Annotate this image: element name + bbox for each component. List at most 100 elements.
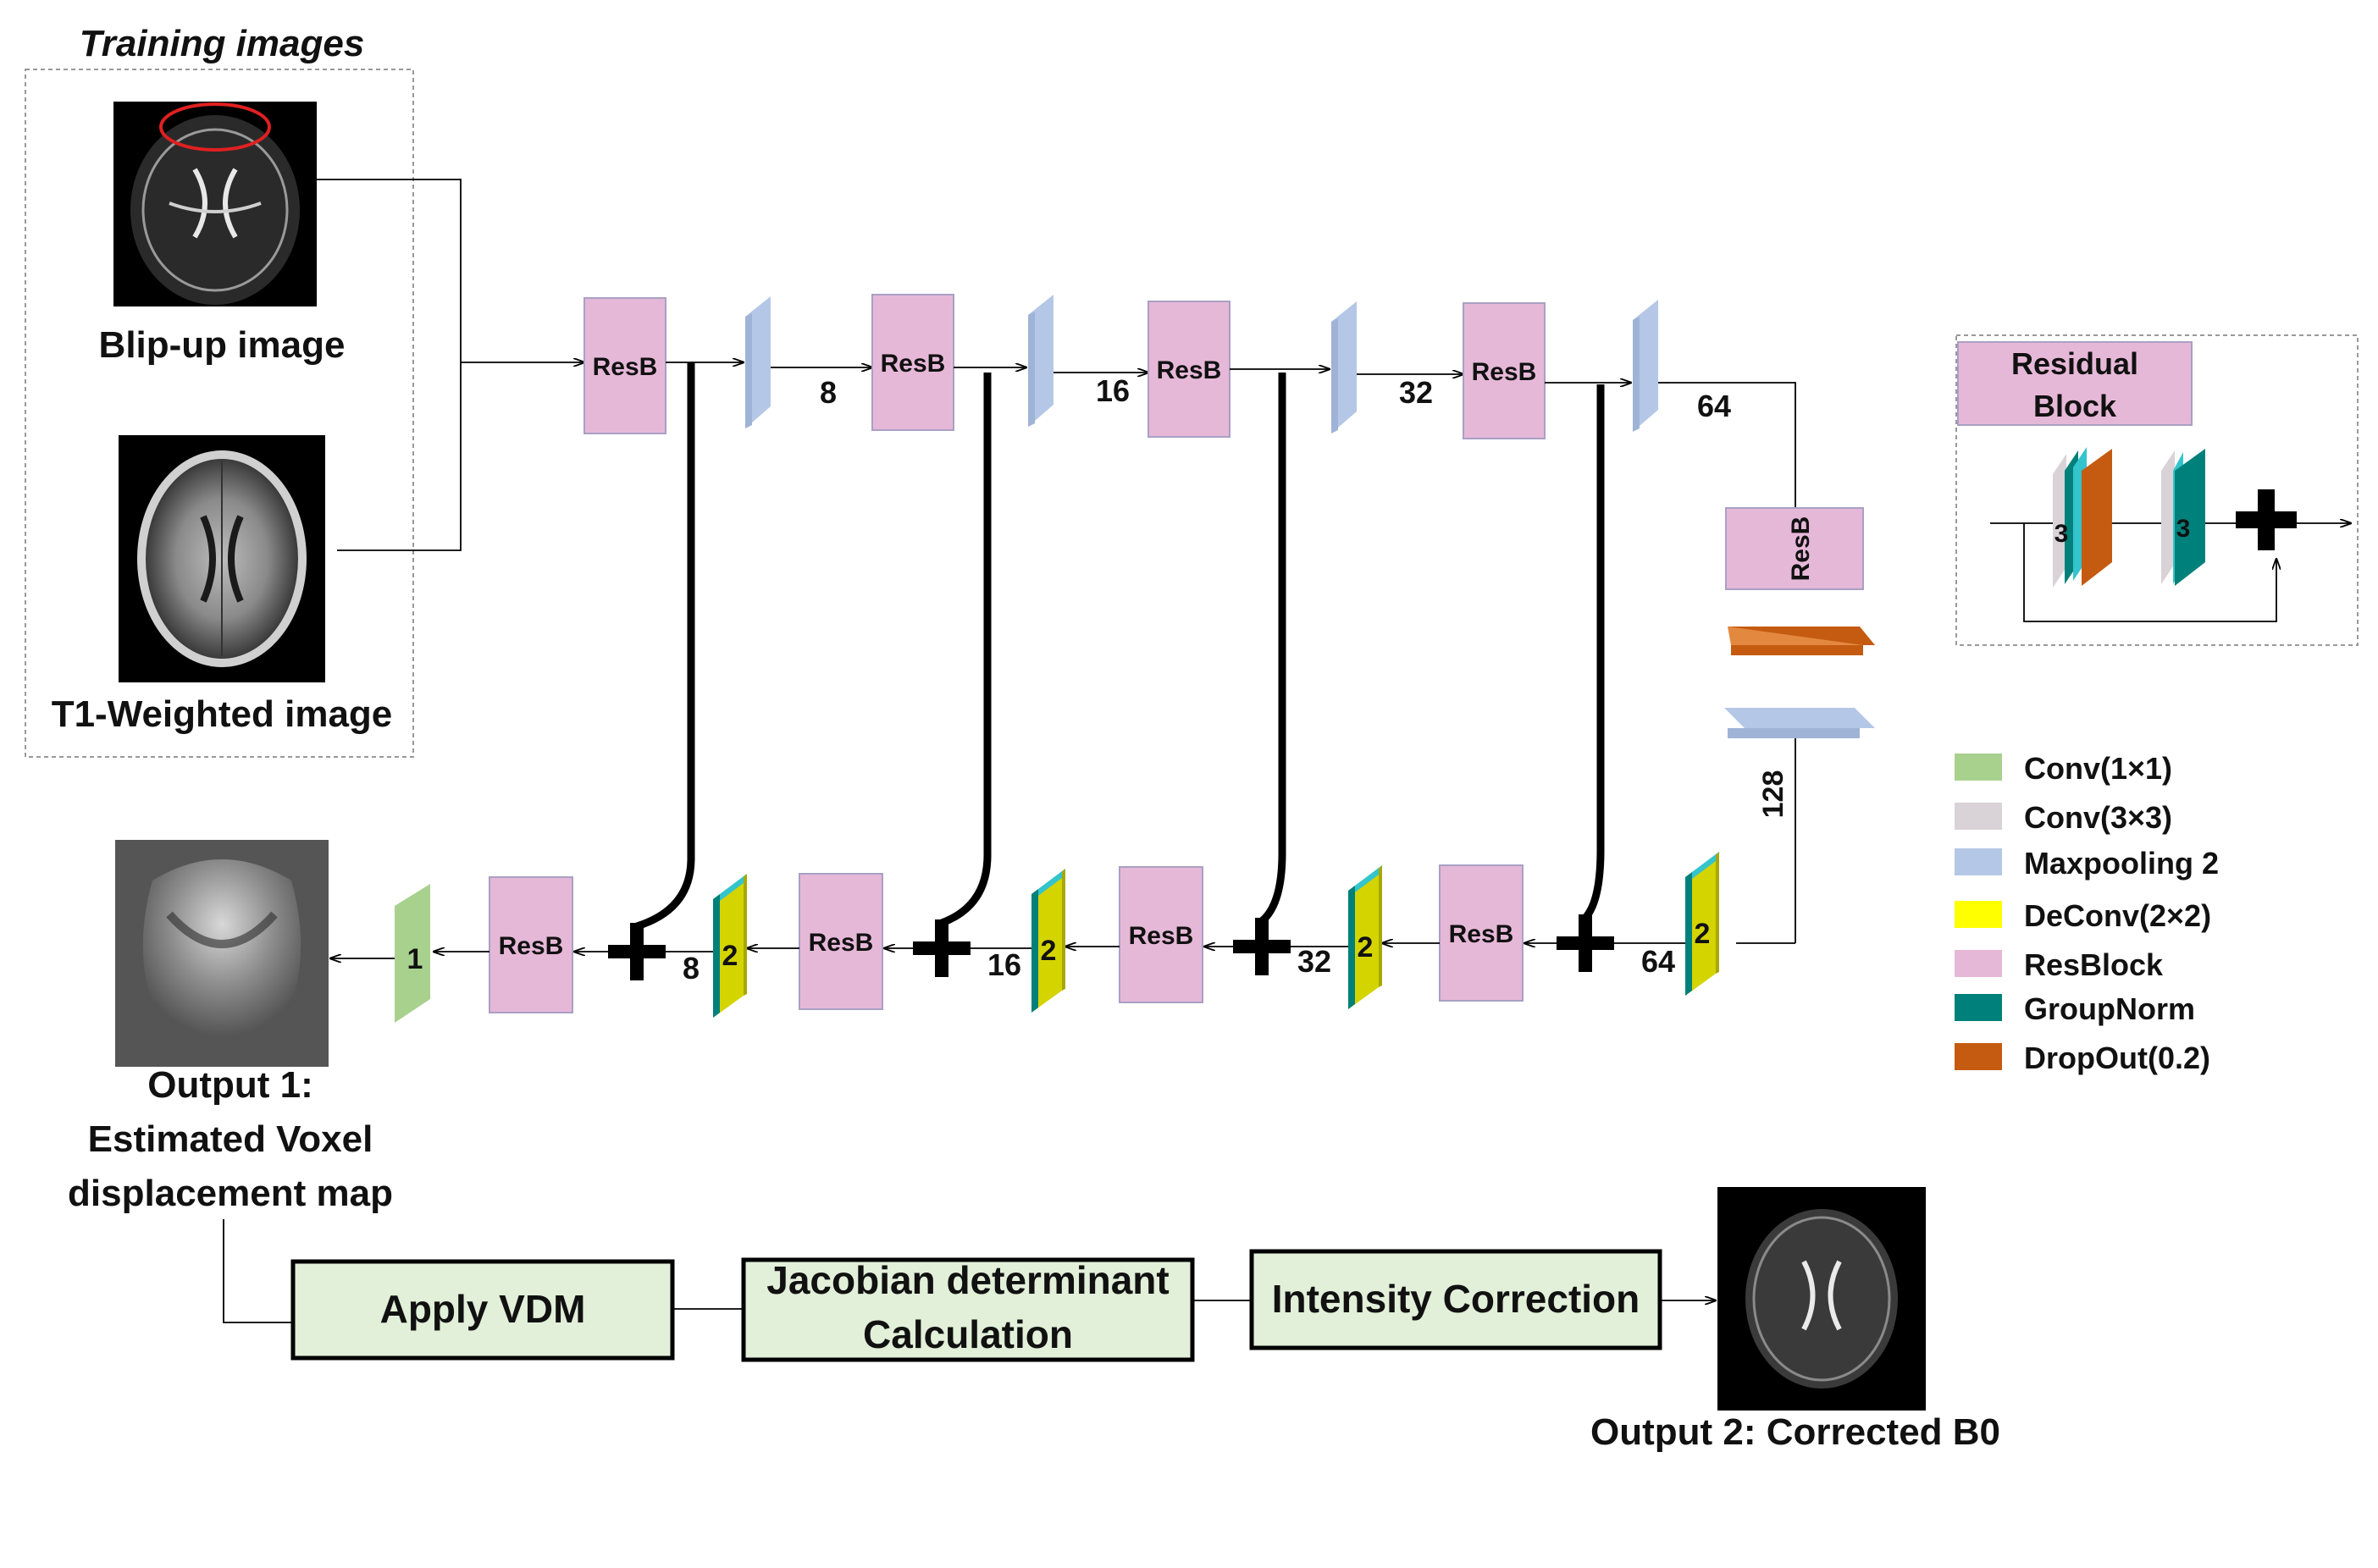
artifact-circle xyxy=(159,102,271,152)
legend-swatch-5 xyxy=(1955,950,2002,977)
encoder-resb-label-3: ResB xyxy=(1157,356,1222,384)
skip-add-icon-2 xyxy=(1233,918,1291,975)
decoder-resblock-3 xyxy=(799,873,883,1010)
decoder-deconv-label-2: 2 xyxy=(1358,931,1374,963)
residual-box-border xyxy=(1955,334,2359,646)
output1-line3: displacement map xyxy=(68,1173,393,1214)
legend-label-3: Maxpooling 2 xyxy=(2024,846,2219,881)
residual-block-inset: Residual Block 3 3 xyxy=(1955,334,2359,646)
jacobian-box xyxy=(741,1257,1195,1362)
t1-weighted-image xyxy=(119,435,325,682)
decoder-deconv-label-1: 2 xyxy=(1695,918,1711,950)
decoder-deconv-1 xyxy=(1685,855,1716,996)
skip-connection-3 xyxy=(1258,373,1286,925)
residual-title-line1: Residual xyxy=(2011,346,2138,381)
output2-label: Output 2: Corrected B0 xyxy=(1590,1411,2000,1453)
input-connectors xyxy=(317,179,584,551)
decoder-deconv-4 xyxy=(713,877,744,1018)
legend-item-6: GroupNorm xyxy=(1955,991,2195,1026)
training-images-title: Training images xyxy=(80,23,365,64)
skip-add-icon-1 xyxy=(1557,914,1614,972)
decoder-groupnorm-2 xyxy=(1348,886,1355,1009)
displacement-map-image xyxy=(115,840,329,1067)
final-conv1x1: 1 xyxy=(330,884,430,1023)
post-processing-pipeline: Apply VDM Jacobian determinant Calculati… xyxy=(223,1219,1716,1362)
skip-add-icon-4 xyxy=(608,923,666,980)
decoder-deconv-3 xyxy=(1031,872,1062,1013)
encoder-resb-label-2: ResB xyxy=(881,350,946,378)
encoder-stage-2: ResB 16 xyxy=(871,294,1148,431)
training-images-panel: Training images Blip-up image T1-Weighte… xyxy=(25,23,414,758)
residual-conv-group-2: 3 xyxy=(2161,449,2205,586)
training-box-border xyxy=(25,69,414,758)
output2: Output 2: Corrected B0 xyxy=(1590,1187,2000,1453)
skip-connection-4 xyxy=(1582,384,1605,921)
legend-item-5: ResBlock xyxy=(1955,947,2164,982)
encoder-channels-2: 16 xyxy=(1096,373,1130,408)
decoder-resb-label-1: ResB xyxy=(1449,920,1514,948)
output1: Output 1: Estimated Voxel displacement m… xyxy=(68,840,393,1214)
residual-add-icon xyxy=(2236,489,2297,550)
encoder-resb-label-1: ResB xyxy=(593,353,658,381)
legend-swatch-2 xyxy=(1955,803,2002,830)
jacobian-label-line1: Jacobian determinant xyxy=(766,1258,1169,1302)
legend-swatch-3 xyxy=(1955,848,2002,875)
legend-item-7: DropOut(0.2) xyxy=(1955,1041,2210,1075)
encoder-channels-3: 32 xyxy=(1399,375,1433,410)
decoder-deconv-2 xyxy=(1348,869,1379,1009)
jacobian-label-line2: Calculation xyxy=(863,1312,1073,1356)
intensity-correction-label: Intensity Correction xyxy=(1272,1277,1640,1321)
legend-item-4: DeConv(2×2) xyxy=(1955,898,2211,933)
skip-add-icon-3 xyxy=(913,919,971,977)
decoder-resblock-2 xyxy=(1119,866,1203,1003)
residual-conv-group-1: 3 xyxy=(2053,447,2112,588)
legend-swatch-4 xyxy=(1955,901,2002,928)
final-conv1x1-block xyxy=(395,884,430,1023)
decoder-resb-label-4: ResB xyxy=(499,932,564,960)
corrected-b0-image xyxy=(1717,1187,1926,1411)
t1-weighted-label: T1-Weighted image xyxy=(52,693,393,735)
apply-vdm-box xyxy=(290,1259,675,1361)
bottleneck: ResB 128 xyxy=(1670,382,1875,944)
legend-label-4: DeConv(2×2) xyxy=(2024,898,2211,933)
output1-line2: Estimated Voxel xyxy=(88,1118,373,1160)
legend-label-7: DropOut(0.2) xyxy=(2024,1041,2210,1075)
decoder-channels-3: 16 xyxy=(987,947,1021,982)
decoder-stage-2: 2 ResB 32 xyxy=(1065,865,1382,1009)
decoder-stage-1: 2 ResB 64 xyxy=(1382,852,1719,1002)
decoder-resblock-1 xyxy=(1439,864,1524,1002)
encoder-resblock-4 xyxy=(1463,302,1546,439)
legend-label-5: ResBlock xyxy=(2024,947,2164,982)
bottleneck-maxpool xyxy=(1724,708,1875,728)
intensity-correction-box xyxy=(1249,1249,1662,1350)
residual-title-line2: Block xyxy=(2033,389,2117,423)
apply-vdm-label: Apply VDM xyxy=(380,1287,586,1331)
decoder-channels-4: 8 xyxy=(683,951,700,986)
encoder-resblock-1 xyxy=(583,297,666,434)
encoder-channels-4: 64 xyxy=(1697,389,1731,423)
blip-up-label: Blip-up image xyxy=(99,324,346,366)
encoder-stage-3: ResB 32 xyxy=(1148,301,1463,438)
decoder-deconv-label-3: 2 xyxy=(1041,935,1057,967)
legend-item-3: Maxpooling 2 xyxy=(1955,846,2219,881)
legend-label-2: Conv(3×3) xyxy=(2024,800,2172,835)
legend-label-6: GroupNorm xyxy=(2024,991,2195,1026)
decoder-channels-1: 64 xyxy=(1641,944,1675,979)
decoder-channels-2: 32 xyxy=(1297,944,1331,979)
decoder-resb-label-2: ResB xyxy=(1129,922,1194,950)
skip-connections xyxy=(635,362,1605,930)
legend-swatch-7 xyxy=(1955,1043,2002,1070)
decoder-resb-label-3: ResB xyxy=(809,929,874,957)
residual-conv2-label: 3 xyxy=(2176,515,2191,543)
legend-item-2: Conv(3×3) xyxy=(1955,800,2172,835)
output1-line1: Output 1: xyxy=(147,1064,313,1106)
residual-conv1-label: 3 xyxy=(2054,520,2069,548)
skip-connection-1 xyxy=(635,362,695,930)
bottleneck-resb-label: ResB xyxy=(1787,516,1815,582)
decoder-groupnorm-4 xyxy=(713,894,720,1018)
